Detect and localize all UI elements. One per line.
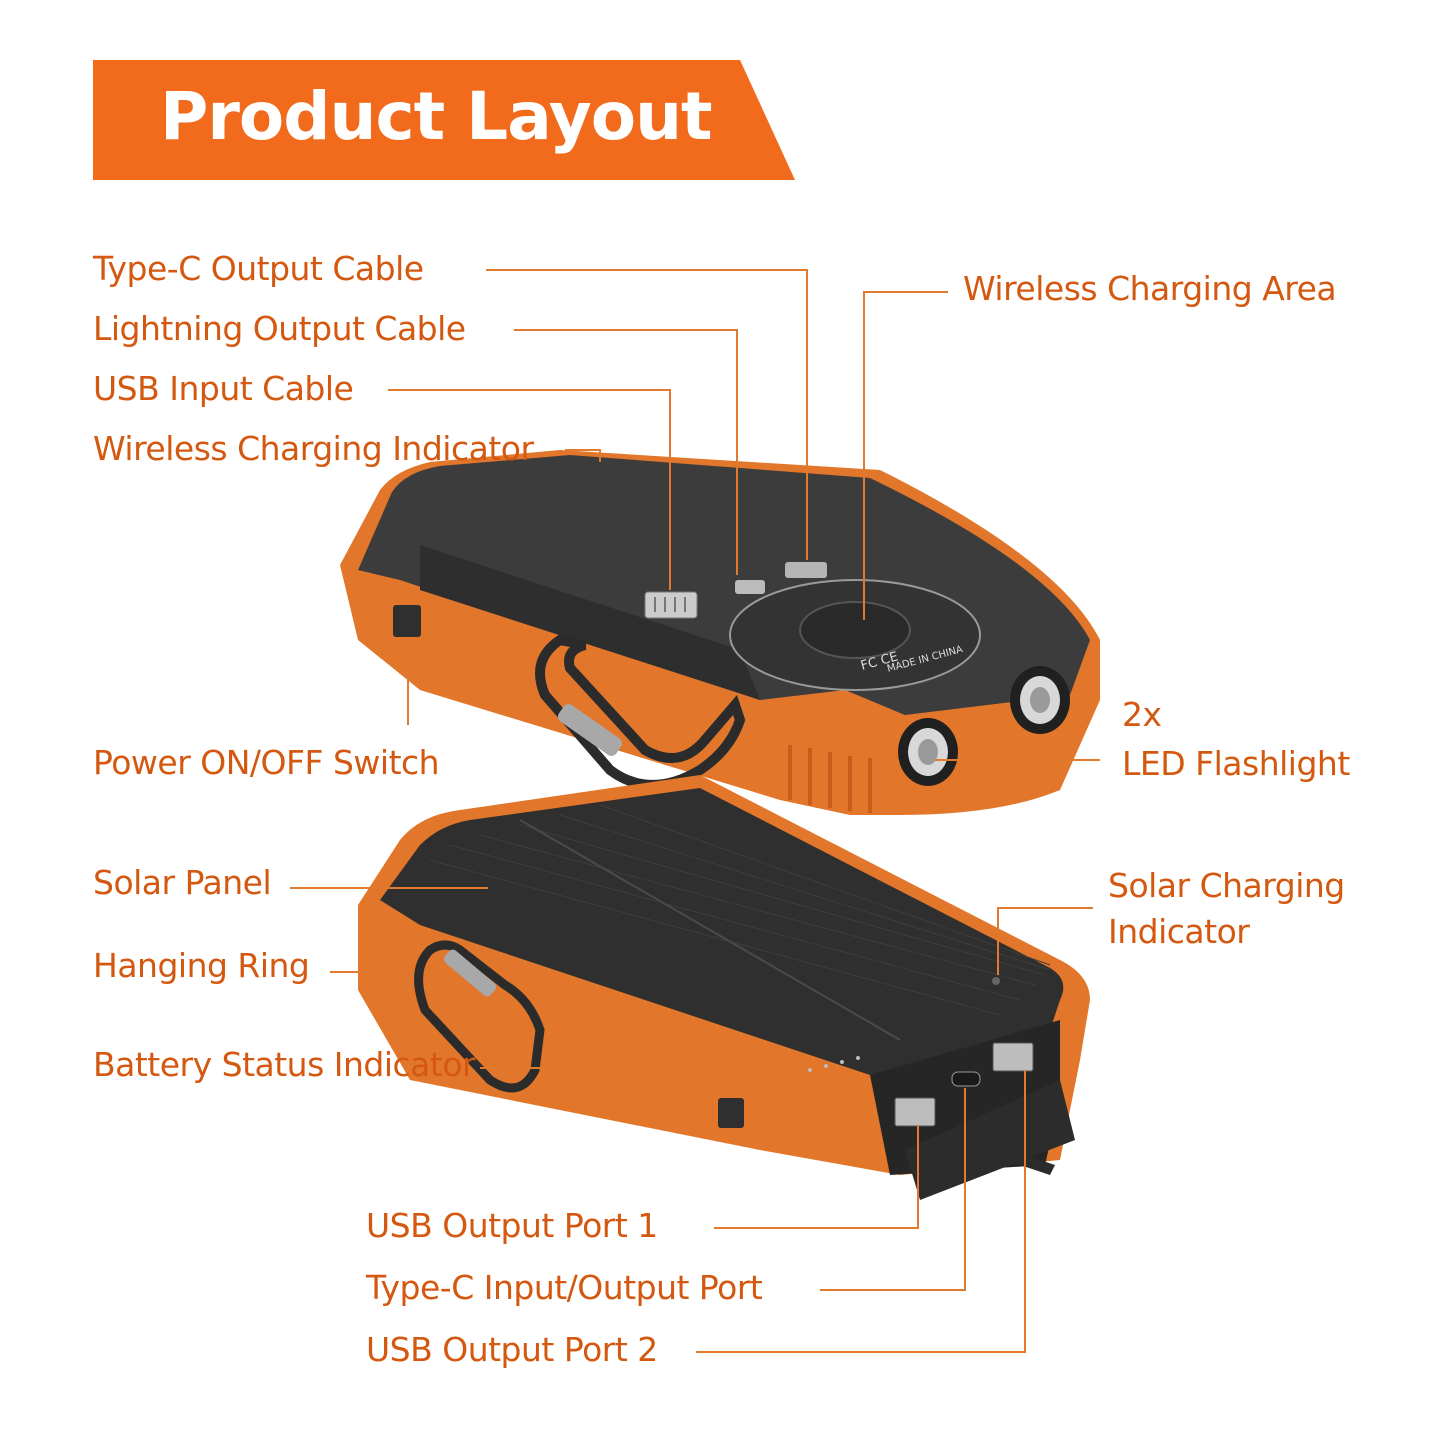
leader-lines	[290, 269, 1100, 1353]
carabiner-bottom	[414, 940, 545, 1093]
leader-wireless-charging-indicator	[565, 449, 601, 462]
battery-status-leds	[808, 1056, 860, 1072]
leader-usb-output-port-1	[714, 1125, 919, 1229]
label-led-count: 2x	[1122, 695, 1162, 734]
label-hanging-ring: Hanging Ring	[93, 946, 310, 985]
label-power-switch: Power ON/OFF Switch	[93, 743, 440, 782]
title-banner	[93, 60, 795, 180]
label-usb-input-cable: USB Input Cable	[93, 369, 354, 408]
power-switch	[393, 605, 421, 637]
solar-panel	[380, 788, 1064, 1075]
carabiner-top	[535, 634, 746, 790]
label-usb-output-port-1: USB Output Port 1	[366, 1206, 658, 1245]
label-solar-charging-indicator-line2: Indicator	[1108, 912, 1250, 951]
leader-usb-input-cable	[388, 389, 671, 590]
label-type-c-port: Type-C Input/Output Port	[366, 1268, 763, 1307]
leader-wireless-charging-area	[863, 291, 948, 620]
type-c-port	[951, 1071, 981, 1087]
port-cover-flap	[905, 1080, 1075, 1200]
usb-input-cable-plug	[644, 591, 698, 619]
usb-output-port-1	[894, 1097, 936, 1127]
label-lightning-output-cable: Lightning Output Cable	[93, 309, 466, 348]
label-usb-output-port-2: USB Output Port 2	[366, 1330, 658, 1369]
leader-usb-output-port-2	[696, 1070, 1026, 1353]
leader-type-c-port	[820, 1088, 966, 1291]
label-type-c-output-cable: Type-C Output Cable	[93, 249, 424, 288]
label-battery-status-indicator: Battery Status Indicator	[93, 1045, 476, 1084]
leader-solar-charging-indicator	[997, 907, 1093, 975]
solar-charging-led	[992, 977, 1000, 985]
label-wireless-charging-indicator: Wireless Charging Indicator	[93, 429, 534, 468]
label-solar-charging-indicator-line1: Solar Charging	[1108, 866, 1345, 905]
label-wireless-charging-area: Wireless Charging Area	[963, 269, 1337, 308]
leader-type-c-output-cable	[486, 269, 808, 560]
grip-ridges	[788, 745, 872, 813]
top-power-bank: FC CE MADE IN CHINA	[340, 450, 1100, 815]
leader-lightning-output-cable	[514, 329, 738, 575]
lightning-cable-plug	[735, 580, 765, 594]
bottom-power-bank	[358, 775, 1090, 1200]
banner-shape	[93, 60, 795, 180]
led-flashlights	[898, 666, 1070, 786]
page-title: Product Layout	[160, 78, 713, 155]
usb-output-port-2	[992, 1042, 1034, 1072]
label-solar-panel: Solar Panel	[93, 863, 272, 902]
label-led-flashlight: LED Flashlight	[1122, 744, 1350, 783]
solar-cell-grid	[429, 804, 1051, 1016]
type-c-cable-plug	[785, 562, 827, 578]
